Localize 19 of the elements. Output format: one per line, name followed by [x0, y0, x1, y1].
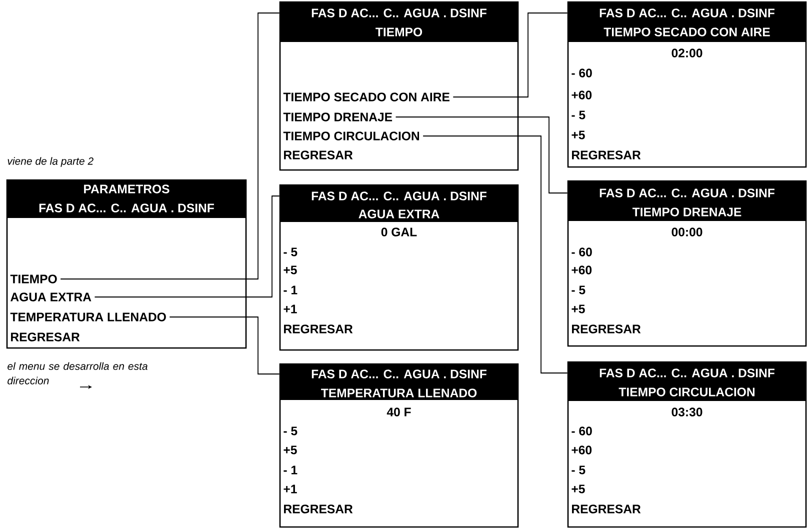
connector-line [452, 12, 568, 98]
connector-line [94, 196, 280, 298]
menu-screen: FAS D AC... C.. AGUA . DSINF TIEMPO SECADO CON AIRE 02:00 - 60 +60 - 5 +5 REGRESAR [567, 1, 807, 168]
connector-line [60, 12, 280, 280]
connector-line [422, 136, 568, 374]
menu-item: TIEMPO SECADO CON AIRE [283, 92, 450, 102]
note-text: el menu se desarrolla en esta direccion [8, 362, 148, 384]
connector-line [395, 116, 568, 194]
menu-item: TIEMPO CIRCULACION [283, 132, 420, 140]
menu-item: TIEMPO DRENAJE [283, 112, 392, 122]
note-text: viene de la parte 2 [8, 157, 94, 167]
menu-item: AGUA EXTRA [10, 292, 92, 302]
connector-line [169, 316, 280, 374]
menu-item: TEMPERATURA LLENADO [10, 312, 166, 322]
menu-screen: FAS D AC... C.. AGUA . DSINF TEMPERATURA LLENADO 40 F - 5 +5 - 1 +1 REGRESAR [279, 363, 519, 528]
menu-item: TIEMPO [10, 274, 57, 284]
menu-screen: FAS D AC... C.. AGUA . DSINF AGUA EXTRA 0 GAL - 5 +5 - 1 +1 REGRESAR [279, 184, 519, 351]
menu-screen: FAS D AC... C.. AGUA . DSINF TIEMPO DRENAJE 00:00 - 60 +60 - 5 +5 REGRESAR [567, 180, 807, 347]
menu-screen: FAS D AC... C.. AGUA . DSINF TIEMPO CIRCULACION 03:30 - 60 +60 - 5 +5 REGRESAR [567, 361, 807, 528]
